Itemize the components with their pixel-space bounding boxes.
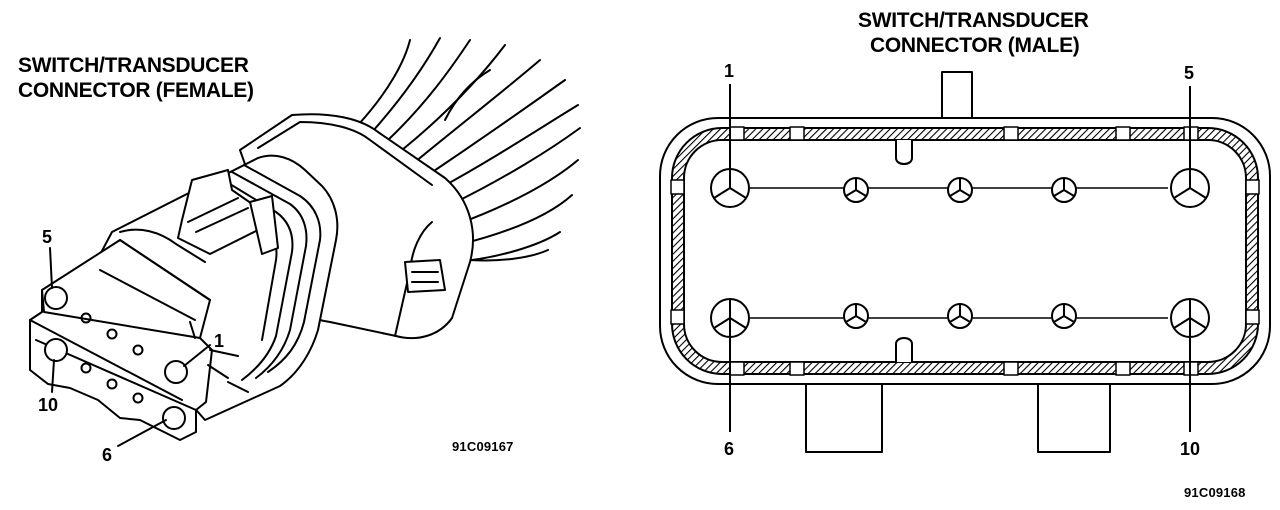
cavity-5	[44, 286, 68, 310]
leader-1	[183, 344, 211, 367]
leader-6	[117, 419, 167, 447]
male-pin-label-1: 1	[724, 61, 735, 81]
female-title-line2: CONNECTOR (FEMALE)	[18, 79, 254, 102]
female-connector-illustration	[29, 37, 581, 447]
male-pin-label-5: 5	[1184, 63, 1195, 83]
female-title-line1: SWITCH/TRANSDUCER	[18, 54, 249, 77]
cavity-1	[164, 360, 188, 384]
cavity-10	[44, 338, 68, 362]
male-pin-label-6: 6	[724, 439, 735, 459]
male-figure-code: 91C09168	[1184, 485, 1246, 500]
inner-face	[683, 139, 1247, 363]
male-pin-label-10: 10	[1180, 439, 1201, 459]
female-pin-label-6: 6	[102, 445, 113, 465]
top-key-tab	[941, 71, 973, 125]
female-pin-label-10: 10	[38, 395, 59, 415]
female-figure-code: 91C09167	[452, 439, 514, 454]
male-connector-illustration	[659, 71, 1271, 453]
mating-face	[29, 239, 213, 441]
right-foot	[1037, 378, 1111, 453]
cavity-6	[162, 406, 186, 430]
male-title-line1: SWITCH/TRANSDUCER	[858, 9, 1089, 32]
female-pin-label-5: 5	[42, 227, 53, 247]
leader-5	[49, 247, 53, 289]
leader-10	[51, 359, 55, 393]
male-title-line2: CONNECTOR (MALE)	[870, 34, 1080, 57]
female-pin-label-1: 1	[214, 331, 225, 351]
left-foot	[805, 378, 883, 453]
